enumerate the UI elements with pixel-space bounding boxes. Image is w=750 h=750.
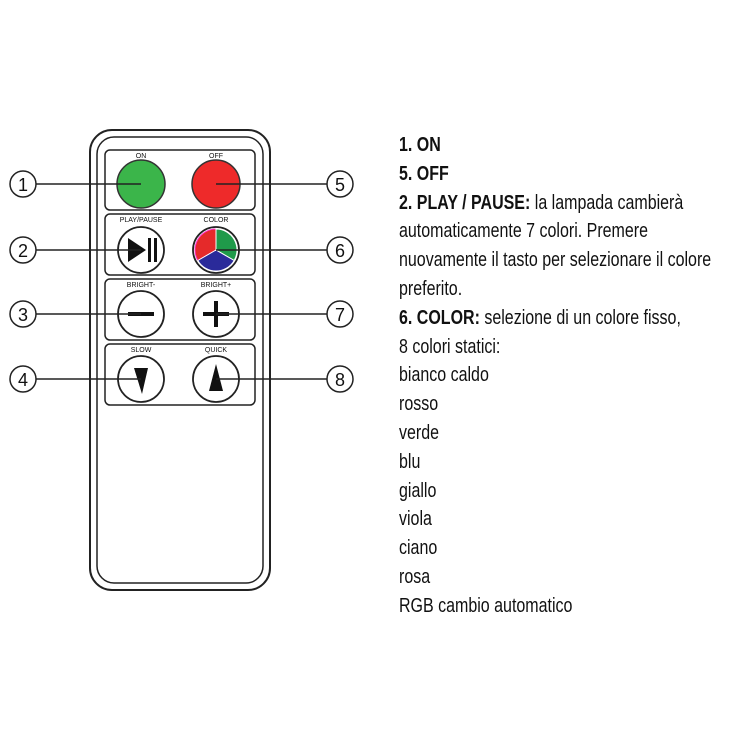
label-color: COLOR — [204, 217, 229, 224]
up-arrow-icon — [209, 364, 223, 391]
item-on: 1. ON — [399, 134, 441, 156]
rgb-wheel-icon — [194, 228, 238, 272]
remote-body — [89, 129, 271, 591]
label-on: ON — [136, 153, 147, 160]
label-play-pause: PLAY/PAUSE — [120, 217, 163, 224]
color-item: rosso — [399, 393, 439, 416]
item-color-title: 6. COLOR: — [399, 306, 480, 329]
callout-4: 4 — [18, 370, 28, 390]
color-item: bianco caldo — [399, 364, 489, 387]
instructions: 1. ON 5. OFF 2. PLAY / PAUSE: la lampada… — [399, 131, 750, 621]
callout-2: 2 — [18, 241, 28, 261]
item-color-text: selezione di un colore fisso, — [479, 306, 681, 329]
color-item: viola — [399, 508, 432, 531]
item-play-pause-title: 2. PLAY / PAUSE: — [399, 191, 531, 214]
callout-8: 8 — [335, 370, 345, 390]
desc-line: preferito. — [399, 277, 463, 300]
down-arrow-icon — [134, 368, 148, 394]
label-off: OFF — [209, 153, 223, 160]
callout-3: 3 — [18, 305, 28, 325]
color-item: verde — [399, 421, 440, 444]
item-play-pause-text: la lampada cambierà — [530, 191, 684, 214]
color-item: blu — [399, 450, 421, 473]
desc-line: automaticamente 7 colori. Premere — [399, 220, 648, 243]
section-brightness — [104, 278, 256, 341]
label-quick: QUICK — [205, 347, 228, 354]
callout-7: 7 — [335, 305, 345, 325]
item-off: 5. OFF — [399, 162, 449, 185]
section-speed — [104, 343, 256, 406]
section-power — [104, 149, 256, 211]
label-bright-plus: BRIGHT+ — [201, 282, 232, 289]
label-slow: SLOW — [131, 347, 152, 354]
desc-line: nuovamente il tasto per selezionare il c… — [399, 249, 712, 272]
color-item: rosa — [399, 565, 431, 588]
section-mode — [104, 213, 256, 276]
callout-6: 6 — [335, 241, 345, 261]
color-item: giallo — [399, 479, 437, 502]
color-item: ciano — [399, 537, 438, 560]
desc-line: 8 colori statici: — [399, 335, 501, 358]
label-bright-minus: BRIGHT- — [127, 282, 156, 289]
callout-1: 1 — [18, 175, 28, 195]
callout-5: 5 — [335, 175, 345, 195]
color-item: RGB cambio automatico — [399, 594, 573, 617]
